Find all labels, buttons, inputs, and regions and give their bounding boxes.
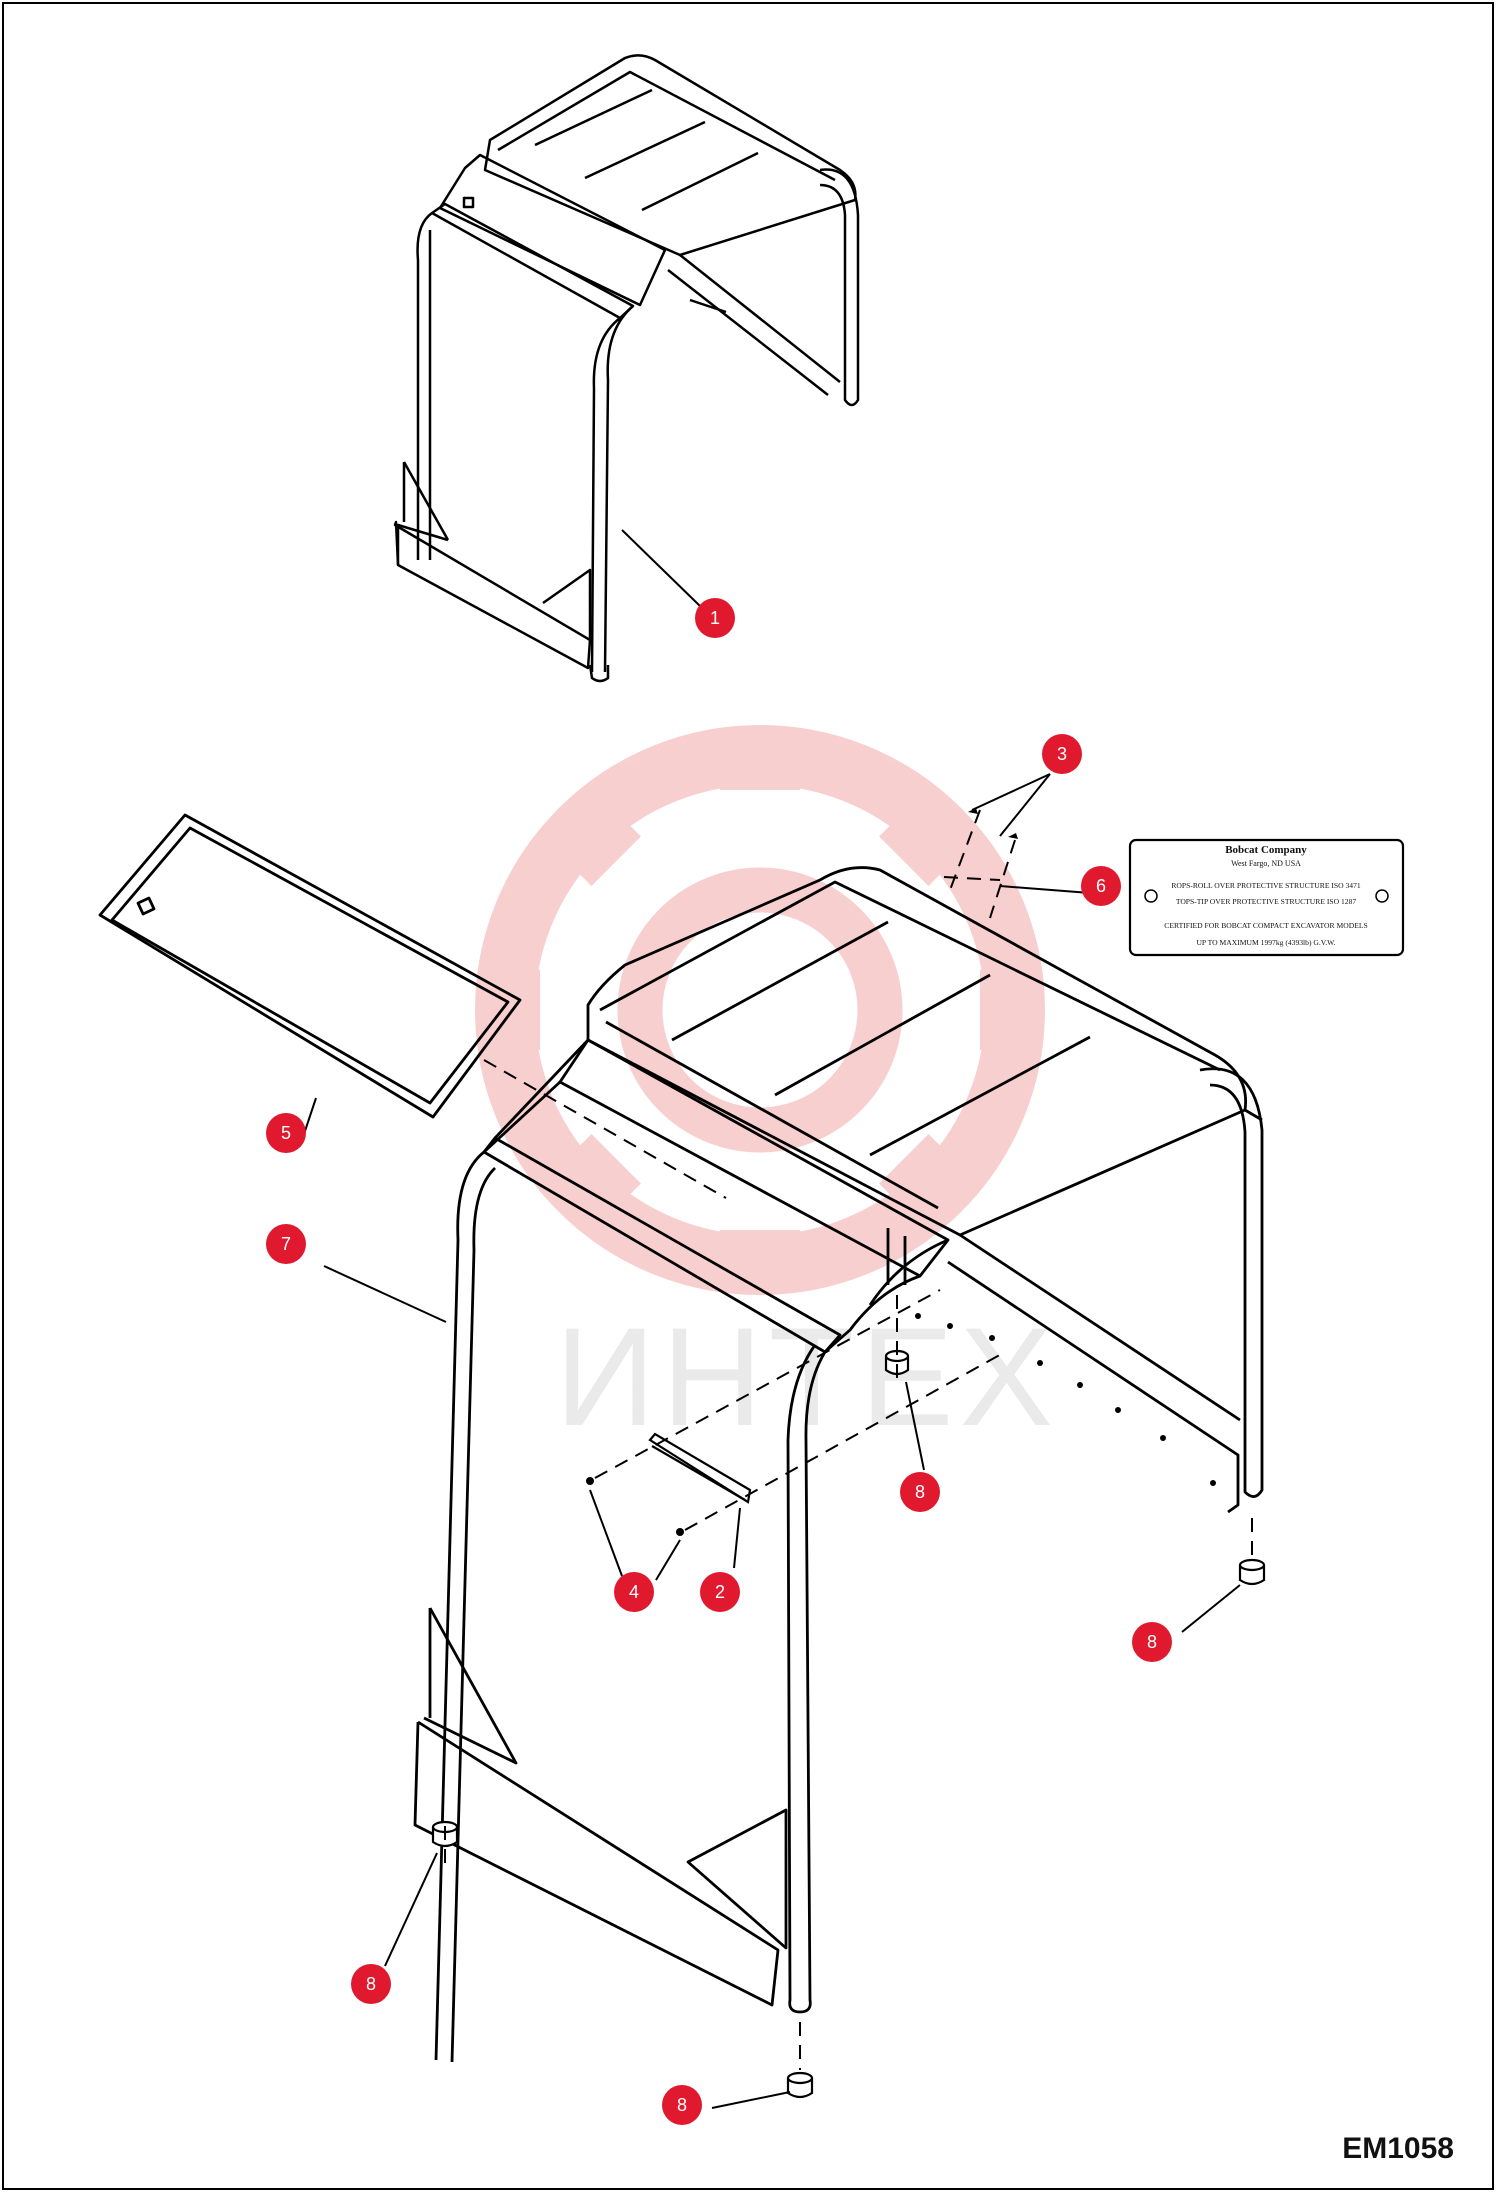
svg-text:8: 8: [915, 1482, 925, 1502]
callout-5: 5: [266, 1113, 306, 1153]
svg-text:5: 5: [281, 1123, 291, 1143]
watermark: ИНТЕХ: [475, 725, 1059, 1455]
callout-6: 6: [1081, 866, 1121, 906]
svg-text:3: 3: [1057, 744, 1067, 764]
callout-1: 1: [695, 598, 735, 638]
svg-text:7: 7: [281, 1234, 291, 1254]
svg-text:6: 6: [1096, 876, 1106, 896]
svg-text:4: 4: [629, 1582, 639, 1602]
callout-2: 2: [700, 1572, 740, 1612]
callout-7: 7: [266, 1224, 306, 1264]
decal-line1: ROPS-ROLL OVER PROTECTIVE STRUCTURE ISO …: [1171, 881, 1361, 890]
callout-8-right: 8: [1132, 1622, 1172, 1662]
svg-text:8: 8: [1147, 1632, 1157, 1652]
watermark-gear-icon: [475, 725, 1045, 1295]
hardware-screws: [586, 808, 1018, 1536]
callout-3: 3: [1042, 734, 1082, 774]
decal-line4: UP TO MAXIMUM 1997kg (4393lb) G.V.W.: [1196, 938, 1335, 947]
cab-assembly-exploded: [413, 866, 1264, 2063]
callout-8-bottom: 8: [662, 2085, 702, 2125]
decal-company: Bobcat Company: [1225, 844, 1307, 856]
callout-bubbles: 1 2 3 4 5 6 7: [266, 598, 1172, 2125]
callout-8-upper: 8: [900, 1472, 940, 1512]
decal-location: West Fargo, ND USA: [1231, 859, 1301, 868]
svg-text:1: 1: [710, 608, 720, 628]
svg-text:2: 2: [715, 1582, 725, 1602]
part-latch-bar: [648, 1432, 752, 1504]
svg-text:8: 8: [677, 2095, 687, 2115]
assembly-dashed-lines: [444, 809, 1253, 2070]
svg-text:8: 8: [366, 1974, 376, 1994]
decal-line2: TOPS-TIP OVER PROTECTIVE STRUCTURE ISO 1…: [1176, 897, 1357, 906]
decal-line3: CERTIFIED FOR BOBCAT COMPACT EXCAVATOR M…: [1164, 921, 1367, 930]
cab-assembly-small: [393, 54, 860, 683]
callout-leader-lines: [299, 773, 1241, 2109]
hardware-mount-isolators: [431, 1349, 1266, 2099]
watermark-text: ИНТЕХ: [555, 1298, 1059, 1455]
callout-8-left: 8: [351, 1964, 391, 2004]
rops-certification-decal: Bobcat Company West Fargo, ND USA ROPS-R…: [1128, 838, 1405, 957]
document-code: EM1058: [1342, 2132, 1454, 2165]
part-windshield-glass: [98, 813, 522, 1119]
callout-4: 4: [614, 1572, 654, 1612]
